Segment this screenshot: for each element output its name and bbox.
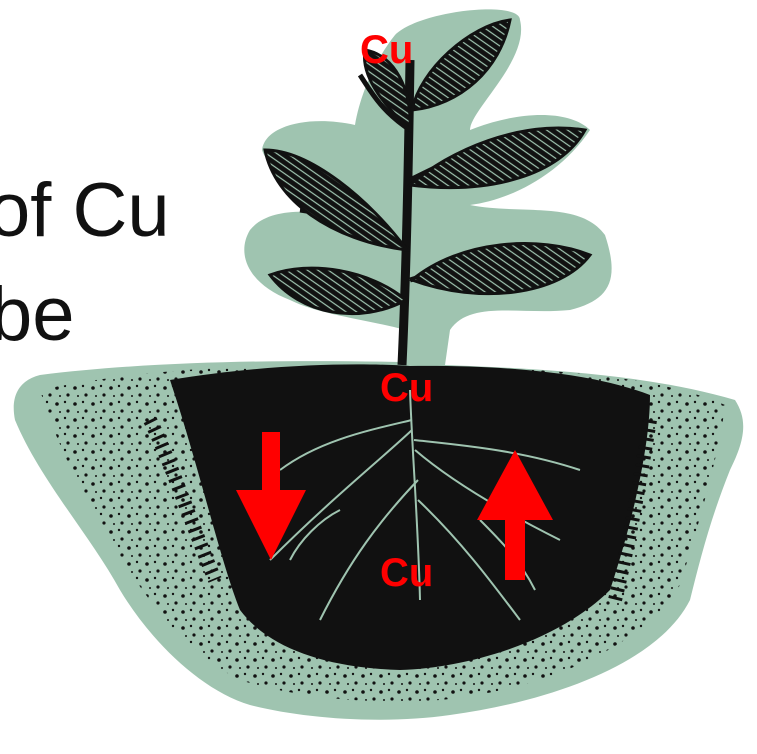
- copper-label-leaves: Cu: [360, 30, 413, 70]
- copper-label-roots: Cu: [380, 553, 433, 593]
- copper-label-stem: Cu: [380, 368, 433, 408]
